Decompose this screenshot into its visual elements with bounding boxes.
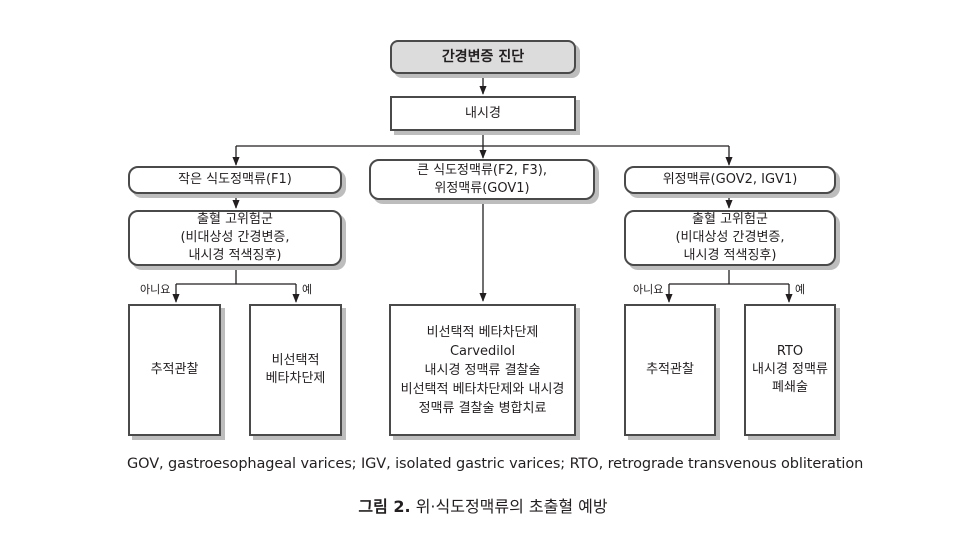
middle-result-line: 내시경 정맥류 결찰술	[424, 362, 541, 378]
middle-result-line: 비선택적 베타차단제와 내시경	[400, 381, 565, 397]
right-yes-label: 예	[795, 283, 806, 296]
right-category-label: 위정맥류(GOV2, IGV1)	[662, 172, 798, 187]
left-no-result-box: 추적관찰	[128, 304, 221, 436]
left-yes-result-line: 비선택적	[271, 353, 320, 368]
right-category-box: 위정맥류(GOV2, IGV1)	[624, 166, 836, 194]
endoscopy-box: 내시경	[390, 96, 576, 131]
left-condition-line: 내시경 적색징후)	[188, 248, 282, 263]
left-condition-line: 출혈 고위험군	[197, 212, 273, 227]
right-no-result-box: 추적관찰	[624, 304, 716, 436]
figure-caption-label: 그림 2.	[358, 497, 411, 516]
figure-caption: 그림 2. 위·식도정맥류의 초출혈 예방	[0, 493, 966, 517]
left-no-label: 아니요	[140, 283, 171, 296]
middle-result-line: 비선택적 베타차단제	[426, 324, 539, 340]
middle-result-line: Carvedilol	[449, 343, 516, 359]
right-no-label: 아니요	[633, 283, 664, 296]
right-no-result-line: 추적관찰	[646, 362, 694, 377]
left-yes-result-line: 베타차단제	[265, 371, 326, 386]
right-condition-line: 출혈 고위험군	[692, 212, 768, 227]
right-condition-line: 내시경 적색징후)	[683, 248, 777, 263]
root-box: 간경변증 진단	[390, 40, 576, 74]
left-yes-result-box: 비선택적 베타차단제	[249, 304, 342, 436]
left-condition-line: (비대상성 간경변증,	[180, 230, 290, 245]
right-yes-result-box: RTO 내시경 정맥류 폐쇄술	[744, 304, 836, 436]
abbreviation-footnote: GOV, gastroesophageal varices; IGV, isol…	[127, 456, 864, 472]
left-condition-box: 출혈 고위험군 (비대상성 간경변증, 내시경 적색징후)	[128, 210, 342, 266]
right-condition-line: (비대상성 간경변증,	[675, 230, 785, 245]
left-category-label: 작은 식도정맥류(F1)	[178, 172, 292, 187]
middle-category-line: 큰 식도정맥류(F2, F3),	[417, 162, 547, 178]
middle-result-box: 비선택적 베타차단제 Carvedilol 내시경 정맥류 결찰술 비선택적 베…	[389, 304, 576, 436]
left-category-box: 작은 식도정맥류(F1)	[128, 166, 342, 194]
right-yes-result-line: 폐쇄술	[772, 380, 808, 395]
right-yes-result-line: 내시경 정맥류	[752, 362, 828, 377]
middle-category-line: 위정맥류(GOV1)	[434, 180, 530, 196]
root-label: 간경변증 진단	[441, 49, 525, 65]
right-yes-result-line: RTO	[776, 344, 804, 359]
middle-category-box: 큰 식도정맥류(F2, F3), 위정맥류(GOV1)	[369, 159, 595, 200]
middle-result-line: 정맥류 결찰술 병합치료	[418, 400, 547, 416]
left-no-result-line: 추적관찰	[150, 362, 199, 377]
figure-caption-text: 위·식도정맥류의 초출혈 예방	[410, 497, 608, 516]
endoscopy-label: 내시경	[465, 105, 501, 121]
left-yes-label: 예	[302, 283, 313, 296]
right-condition-box: 출혈 고위험군 (비대상성 간경변증, 내시경 적색징후)	[624, 210, 836, 266]
